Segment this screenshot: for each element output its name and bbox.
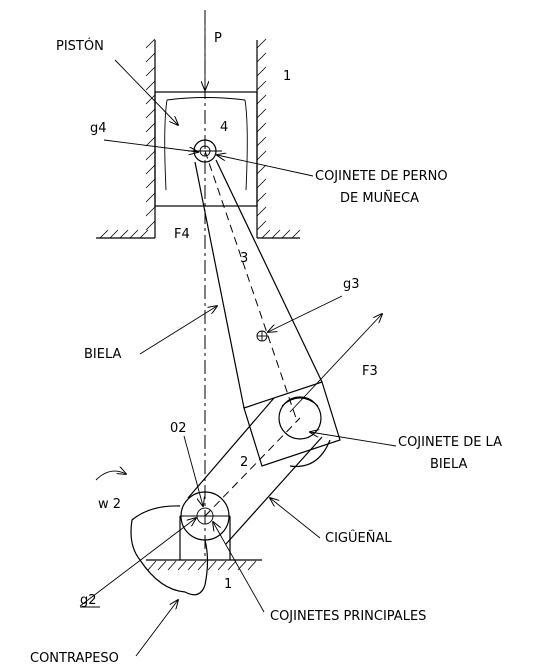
rod-number: 3 xyxy=(240,251,248,266)
labels: PISTÓN P 1 g4 4 COJINETE DE PERNO DE MUÑ… xyxy=(30,31,502,664)
force-f3-arrow xyxy=(289,314,382,413)
force-p-label: P xyxy=(214,31,222,46)
piston-number: 4 xyxy=(220,120,228,135)
main-bearing xyxy=(179,491,231,560)
g3-label: g3 xyxy=(343,277,360,292)
g3-mass-center xyxy=(256,330,268,342)
force-f4-label: F4 xyxy=(174,227,190,242)
w2-label: w 2 xyxy=(98,497,121,512)
ground-number: 1 xyxy=(224,577,232,592)
main-bearings-label: COJINETES PRINCIPALES xyxy=(270,609,426,624)
o2-label: 02 xyxy=(170,421,187,436)
g2-label: g2 xyxy=(80,593,97,608)
wrist-pin-bearing-label-2: DE MUÑECA xyxy=(340,190,419,206)
connecting-rod xyxy=(194,150,341,467)
cylinder-number: 1 xyxy=(283,69,291,84)
force-f3-label: F3 xyxy=(362,364,378,379)
ciguenal-label: CIGÛEÑAL xyxy=(325,530,392,546)
contrapeso-label: CONTRAPESO xyxy=(30,651,119,664)
biela-label: BIELA xyxy=(84,347,122,362)
piston xyxy=(154,91,258,207)
crank-number: 2 xyxy=(240,455,248,470)
rod-bearing-label-2: BIELA xyxy=(430,457,468,472)
piston-label: PISTÓN xyxy=(56,38,104,54)
g4-label: g4 xyxy=(90,121,107,136)
w2-rotation-arrow xyxy=(95,471,126,481)
wrist-pin-bearing-label-1: COJINETE DE PERNO xyxy=(315,169,448,184)
ground xyxy=(146,559,262,571)
counterweight xyxy=(130,505,209,596)
leader-lines xyxy=(79,59,397,657)
cylinder xyxy=(96,38,301,239)
rod-bearing-label-1: COJINETE DE LA xyxy=(398,435,502,450)
crankshaft xyxy=(187,396,331,545)
